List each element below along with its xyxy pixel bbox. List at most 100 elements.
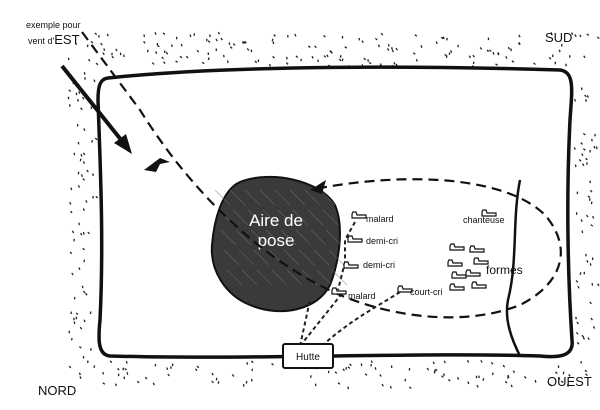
compass-west: OUEST bbox=[547, 374, 592, 389]
stipple-mark bbox=[68, 104, 71, 107]
stipple-mark bbox=[349, 363, 352, 367]
stipple-mark bbox=[391, 49, 394, 53]
stipple-mark bbox=[585, 157, 588, 161]
stipple-mark bbox=[179, 55, 183, 59]
hatch-line bbox=[286, 269, 303, 286]
stipple-mark bbox=[486, 49, 490, 53]
hatch-line bbox=[307, 209, 324, 226]
stipple-mark bbox=[480, 359, 483, 363]
hatch-line bbox=[295, 229, 312, 246]
stipple-mark bbox=[82, 290, 86, 294]
stipple-mark bbox=[143, 40, 146, 44]
decoy-duck-icon bbox=[449, 243, 465, 251]
stipple-mark bbox=[580, 142, 583, 145]
stipple-mark bbox=[582, 132, 586, 136]
stipple-mark bbox=[576, 341, 580, 345]
stipple-mark bbox=[581, 334, 585, 338]
stipple-mark bbox=[71, 230, 75, 234]
stipple-mark bbox=[550, 32, 553, 35]
stipple-mark bbox=[154, 32, 157, 35]
hatch-line bbox=[241, 269, 258, 286]
hatch-line bbox=[244, 189, 261, 206]
decoy-duck-icon bbox=[449, 283, 465, 291]
wind-arrow bbox=[60, 64, 128, 148]
stipple-mark bbox=[114, 383, 118, 387]
wind-note-line1: exemple pour bbox=[26, 20, 81, 30]
decoy-duck-icon bbox=[343, 261, 359, 269]
hatch-line bbox=[226, 269, 243, 286]
decoy-label: court-cri bbox=[410, 287, 443, 297]
hatch-line bbox=[256, 269, 273, 286]
stipple-mark bbox=[189, 34, 192, 38]
stipple-mark bbox=[581, 230, 584, 234]
stipple-mark bbox=[244, 40, 247, 44]
stipple-mark bbox=[83, 319, 86, 323]
stipple-mark bbox=[100, 42, 103, 46]
stipple-mark bbox=[443, 360, 446, 364]
stipple-mark bbox=[70, 210, 73, 214]
stipple-mark bbox=[518, 34, 521, 38]
stipple-mark bbox=[146, 49, 149, 53]
stipple-mark bbox=[82, 152, 86, 156]
hatch-line bbox=[250, 229, 267, 246]
stipple-mark bbox=[504, 381, 508, 384]
stipple-mark bbox=[229, 46, 233, 49]
stipple-mark bbox=[512, 370, 516, 374]
stipple-mark bbox=[447, 378, 451, 382]
stipple-mark bbox=[86, 169, 89, 173]
hatch-line bbox=[328, 249, 345, 266]
stipple-mark bbox=[558, 49, 561, 53]
decoy-duck-icon bbox=[351, 211, 367, 219]
stipple-mark bbox=[432, 361, 435, 365]
stipple-mark bbox=[144, 376, 148, 380]
stipple-mark bbox=[78, 346, 82, 349]
stipple-mark bbox=[71, 272, 74, 276]
stipple-mark bbox=[582, 336, 586, 340]
stipple-mark bbox=[111, 55, 115, 59]
stipple-mark bbox=[102, 52, 105, 56]
wind-note-prefix: vent d' bbox=[28, 36, 55, 46]
decoy-duck-icon bbox=[471, 281, 487, 289]
decoy-duck-icon bbox=[347, 235, 363, 243]
stipple-mark bbox=[156, 44, 160, 48]
stipple-mark bbox=[393, 62, 396, 65]
stipple-mark bbox=[77, 171, 80, 175]
hut: Hutte bbox=[282, 343, 334, 369]
hatch-line bbox=[220, 229, 237, 246]
landing-label-2: pose bbox=[258, 231, 295, 250]
stipple-mark bbox=[295, 55, 299, 58]
stipple-mark bbox=[211, 380, 214, 384]
stipple-mark bbox=[585, 373, 588, 376]
stipple-mark bbox=[344, 46, 348, 49]
hatch-line bbox=[271, 269, 288, 286]
stipple-mark bbox=[211, 372, 214, 376]
stipple-mark bbox=[457, 44, 460, 48]
stipple-mark bbox=[578, 159, 582, 162]
hatch-line bbox=[280, 229, 297, 246]
decoy-label: demi-cri bbox=[363, 260, 395, 270]
stipple-mark bbox=[566, 384, 569, 387]
stipple-mark bbox=[584, 369, 588, 373]
hatch-line bbox=[292, 209, 309, 226]
stipple-mark bbox=[386, 48, 390, 51]
stipple-mark bbox=[575, 331, 579, 335]
stipple-mark bbox=[93, 79, 96, 83]
stipple-mark bbox=[90, 348, 92, 351]
stipple-mark bbox=[507, 46, 511, 50]
hatch-line bbox=[331, 269, 348, 286]
stipple-mark bbox=[581, 153, 584, 157]
stipple-mark bbox=[589, 189, 593, 193]
stipple-mark bbox=[379, 63, 382, 67]
stipple-mark bbox=[488, 49, 492, 52]
stipple-mark bbox=[587, 337, 590, 341]
stipple-mark bbox=[347, 366, 351, 369]
stipple-mark bbox=[580, 87, 583, 91]
stipple-mark bbox=[69, 251, 73, 255]
stipple-mark bbox=[76, 98, 80, 102]
stipple-mark bbox=[565, 63, 567, 67]
wind-direction: EST bbox=[54, 32, 79, 47]
stipple-mark bbox=[193, 33, 196, 36]
stipple-mark bbox=[82, 208, 85, 211]
decoy-duck-icon bbox=[473, 257, 489, 265]
stipple-mark bbox=[381, 383, 384, 387]
